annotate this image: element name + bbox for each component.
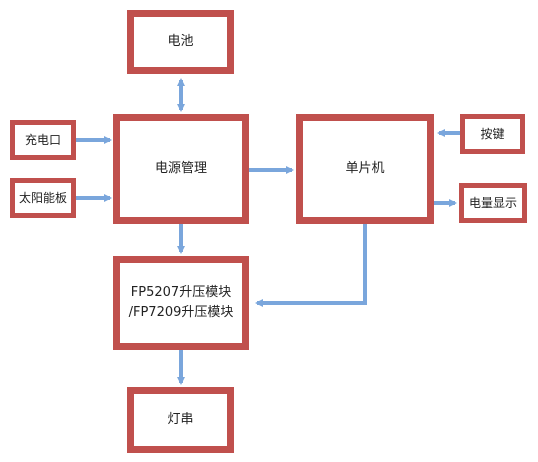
power-management-label: 电源管理 (154, 161, 207, 176)
solar-panel-box: 太阳能板 (10, 178, 76, 218)
battery-box: 电池 (127, 10, 234, 74)
power-management-box: 电源管理 (113, 114, 249, 224)
solar-panel-label: 太阳能板 (18, 191, 67, 205)
battery-level-display-label: 电量显示 (468, 196, 517, 210)
battery-level-display-box: 电量显示 (459, 183, 527, 223)
arrow-mcu-boost-module (255, 224, 367, 307)
mcu-label: 单片机 (345, 161, 385, 176)
mcu-box: 单片机 (296, 114, 434, 224)
buttons-label: 按键 (480, 127, 505, 141)
battery-label: 电池 (167, 34, 194, 49)
light-string-box: 灯串 (127, 387, 234, 453)
boost-module-box: FP5207升压模块 /FP7209升压模块 (113, 256, 249, 350)
charging-port-label: 充电口 (24, 133, 61, 147)
charging-port-box: 充电口 (10, 120, 76, 160)
buttons-box: 按键 (460, 114, 525, 154)
boost-module-label: FP5207升压模块 /FP7209升压模块 (128, 285, 234, 320)
light-string-label: 灯串 (167, 412, 194, 427)
